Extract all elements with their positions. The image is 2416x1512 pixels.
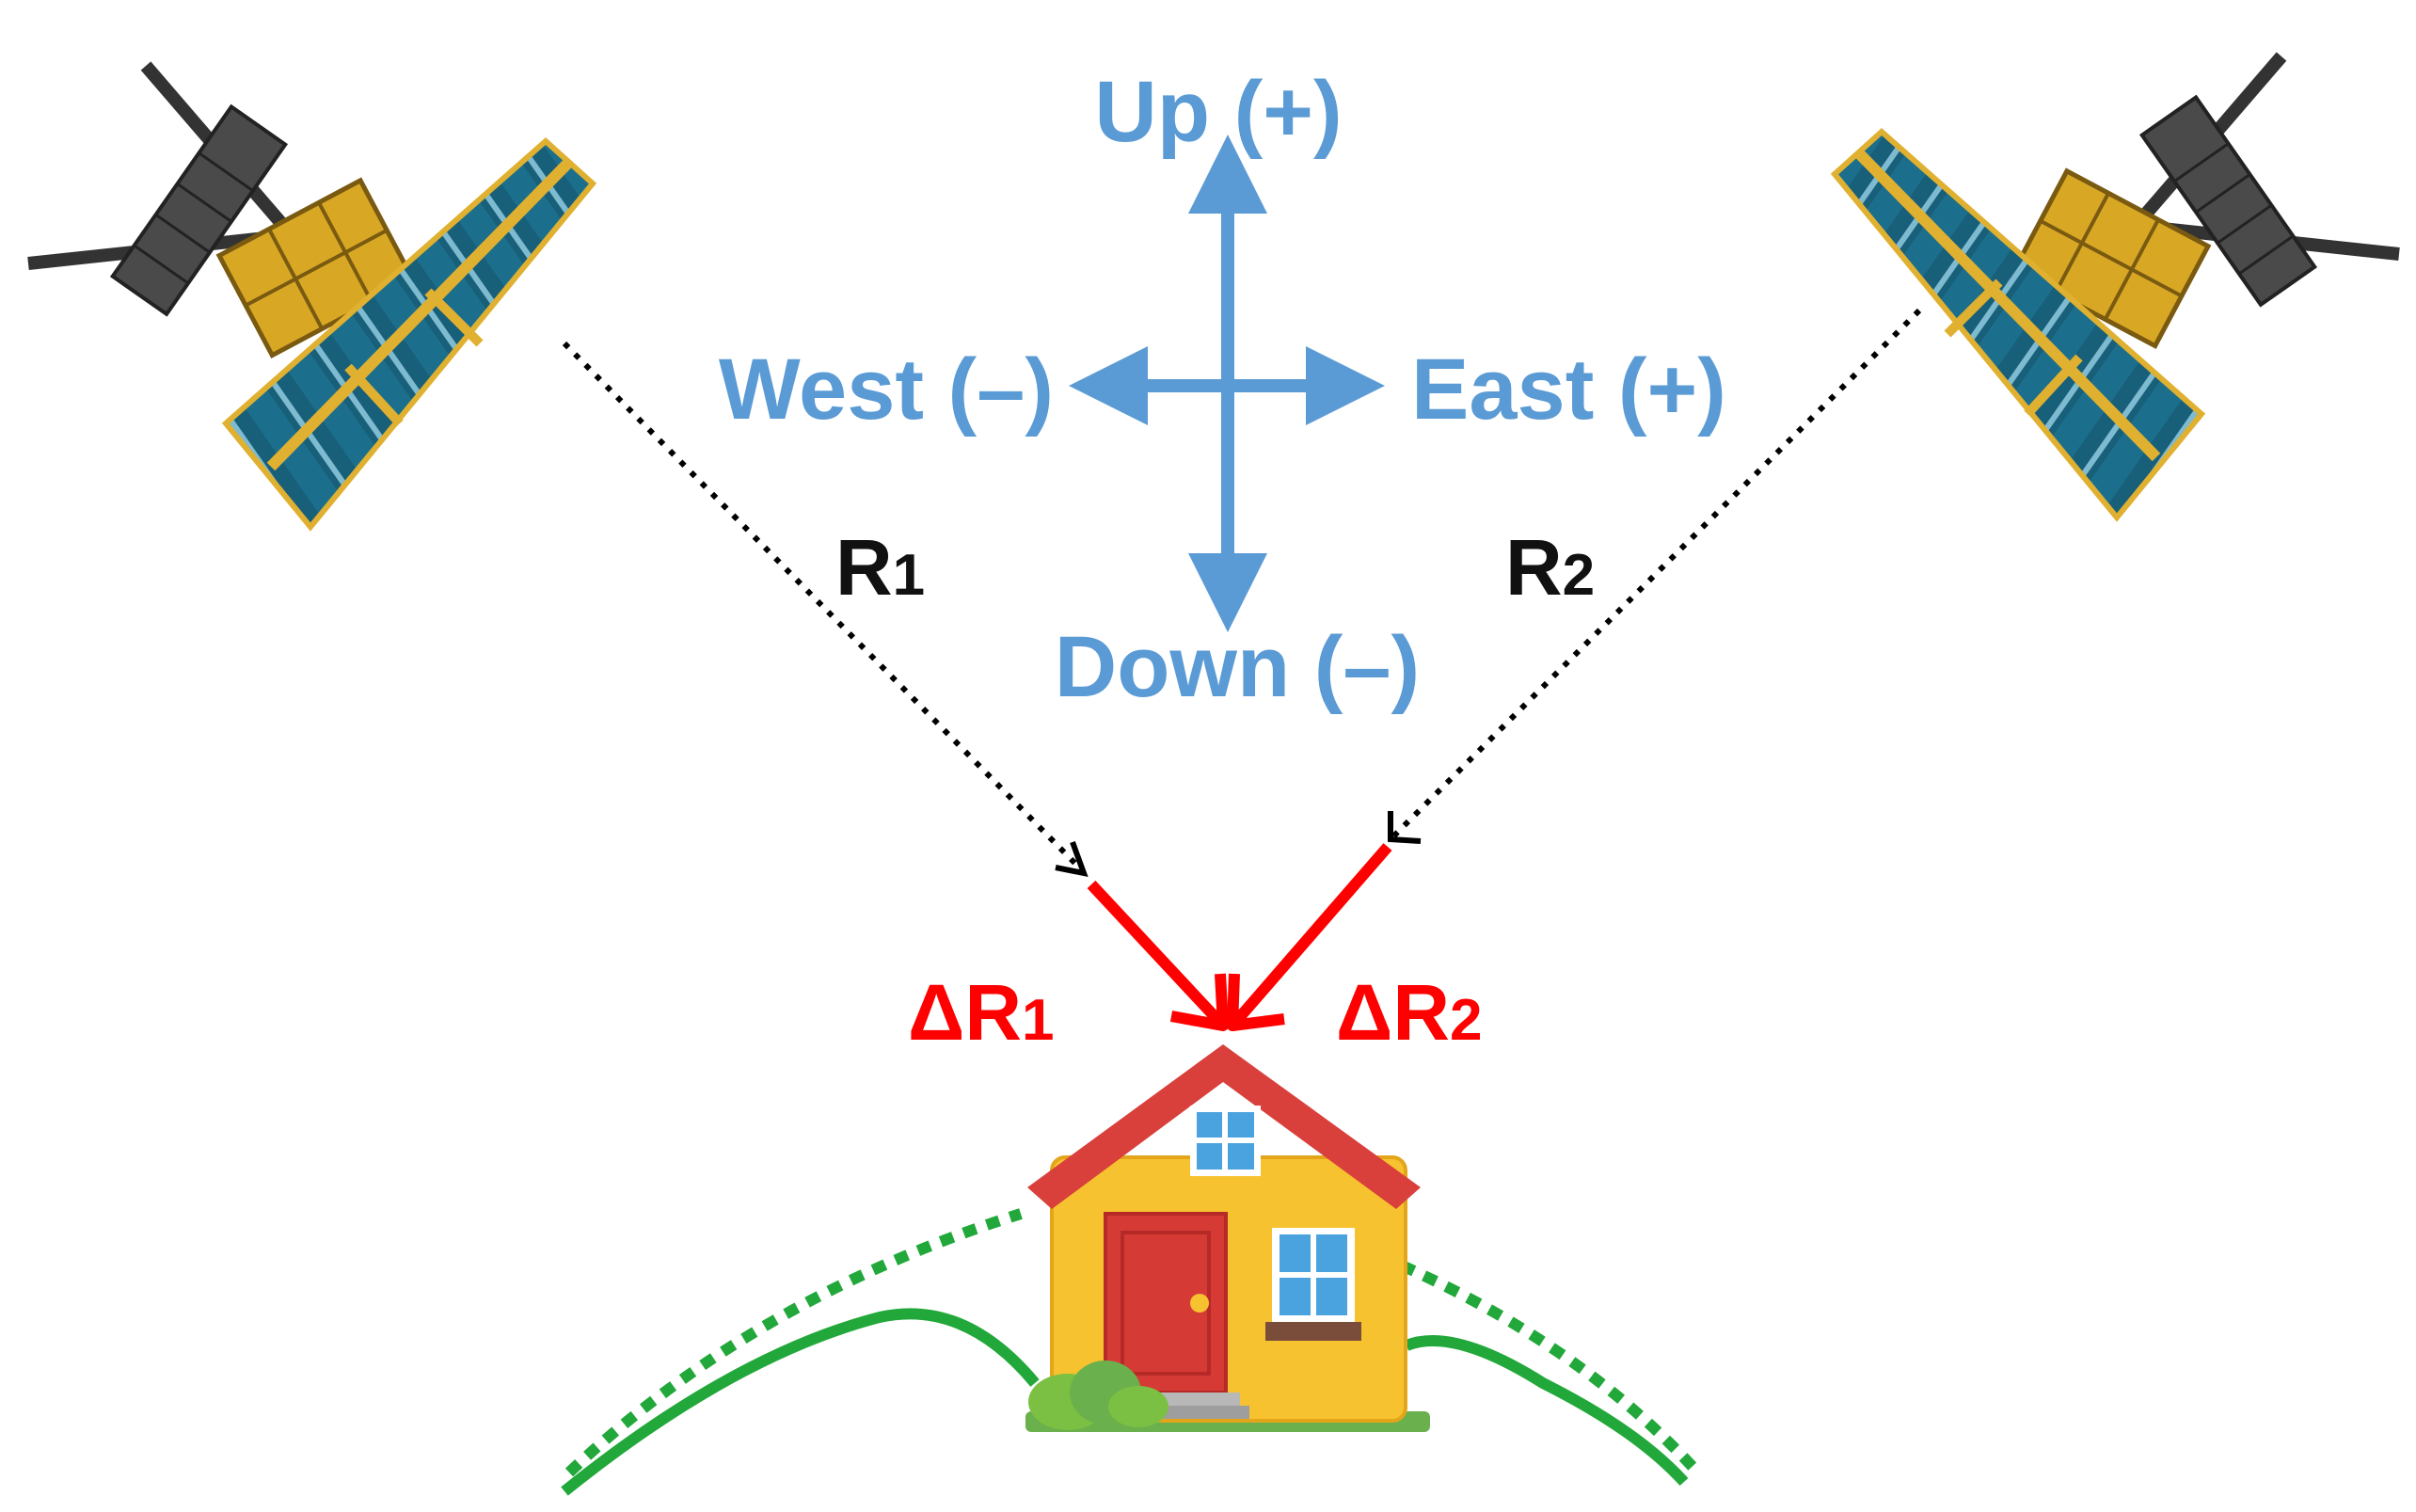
delta-r2-label: ΔR2 [1336,968,1483,1057]
line-of-sight-2 [1388,308,1922,844]
terrain-after-right [1404,1335,1689,1487]
terrain-before-left [564,1208,1023,1477]
r2-label: R2 [1505,523,1595,612]
terrain [561,1208,1698,1496]
compass: Up (+) Down (–) West (–) East (+) [719,64,1726,715]
terrain-after-left [561,1308,1040,1496]
down-label: Down (–) [1055,619,1420,715]
house-icon [1025,1044,1430,1432]
west-label: West (–) [719,342,1054,438]
displacement-arrow-1 [1087,880,1229,1031]
east-label: East (+) [1411,342,1726,438]
r1-label: R1 [835,523,925,612]
delta-r1-label: ΔR1 [908,968,1055,1057]
up-label: Up (+) [1094,64,1342,160]
terrain-before-right [1399,1260,1698,1472]
displacement-arrow-2 [1227,843,1392,1031]
satellite-right-icon [1830,52,2400,522]
satellite-left-icon [27,61,597,532]
bush-icon [1028,1361,1168,1430]
line-of-sight-1 [562,341,1089,877]
